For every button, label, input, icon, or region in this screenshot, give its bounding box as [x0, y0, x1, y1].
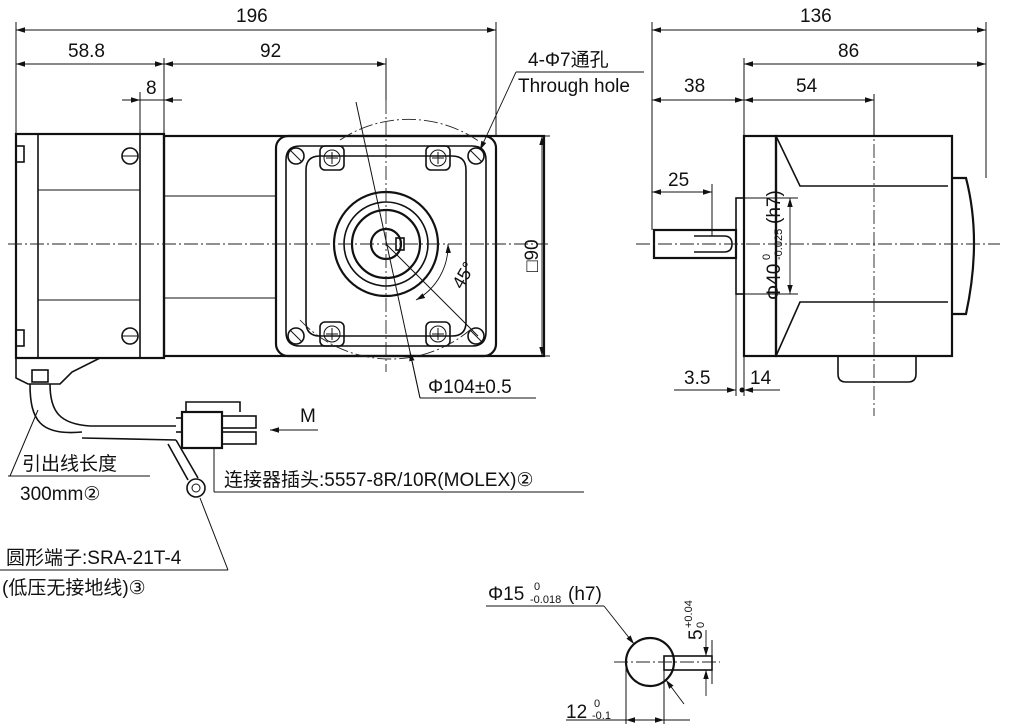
dim-spigot-fit: (h7) — [764, 190, 785, 224]
dim-shaft-fit: (h7) — [568, 584, 602, 605]
angle-label: 45° — [448, 258, 479, 292]
label-lead-value: 300mm② — [20, 484, 100, 505]
screw-icon — [319, 145, 451, 347]
dim-key-depth: 12 — [566, 702, 587, 723]
dim-key-depth-tol-lower: -0.1 — [592, 710, 611, 722]
side-flange — [742, 134, 778, 358]
dim-side-body: 86 — [838, 41, 859, 62]
label-holes-en: Through hole — [518, 76, 630, 97]
motor-mark: M — [300, 406, 316, 427]
gearhead-body — [162, 134, 546, 358]
dim-spigot-tol-upper: 0 — [761, 254, 773, 260]
dim-14: 14 — [750, 368, 772, 389]
dim-key-tol-upper: +0.04 — [683, 600, 695, 628]
label-lead-length: 引出线长度 — [22, 453, 117, 475]
mounting-hole-icon — [287, 147, 485, 345]
side-view — [636, 100, 1000, 416]
dim-shaft-length: 25 — [668, 170, 689, 191]
ring-terminal-icon — [186, 478, 206, 498]
dim-key-depth-tol-upper: 0 — [594, 698, 600, 710]
label-connector: 连接器插头:5557-8R/10R(MOLEX)② — [224, 469, 534, 491]
dim-motor-length: 58.8 — [68, 41, 105, 62]
dim-pcd: Φ104±0.5 — [428, 377, 512, 398]
dim-square: □90 — [522, 239, 543, 272]
dim-3-5: 3.5 — [684, 368, 710, 389]
side-body — [774, 134, 954, 358]
dim-spigot-dia: Φ40 — [764, 264, 785, 300]
shaft-section: Φ15 0 -0.018 (h7) 5 +0.04 0 12 0 -0.1 — [486, 581, 720, 724]
dim-shaft-tol-lower: -0.018 — [530, 594, 561, 606]
dim-key-tol-lower: 0 — [695, 622, 707, 628]
dim-spigot-tol-lower: -0.025 — [773, 229, 785, 260]
label-holes-cn: 4-Φ7通孔 — [528, 49, 609, 71]
label-terminal-note: (低压无接地线)③ — [2, 577, 146, 599]
front-dimensions: 196 58.8 92 8 □90 Φ104±0.5 4-Φ7通孔 Throug… — [15, 6, 644, 399]
dim-gearhead-length: 92 — [260, 41, 281, 62]
dim-overall-length: 196 — [236, 6, 268, 27]
front-view: 45° — [8, 100, 548, 399]
dim-key-width: 5 — [686, 629, 707, 640]
dim-shaft-tol-upper: 0 — [534, 581, 540, 593]
cable-labels: 引出线长度 300mm② 连接器插头:5557-8R/10R(MOLEX)② 圆… — [0, 409, 584, 599]
cable-assembly: M — [29, 369, 318, 498]
dim-side-38: 38 — [684, 76, 705, 97]
dim-side-54: 54 — [796, 76, 818, 97]
label-terminal: 圆形端子:SRA-21T-4 — [6, 547, 182, 569]
side-dimensions: 136 86 38 54 25 Φ40 0 -0.025 (h7) 3.5 14 — [651, 6, 987, 396]
connector-plug — [180, 410, 224, 450]
dim-flange-thickness: 8 — [146, 78, 157, 99]
dim-shaft-dia: Φ15 — [488, 584, 524, 605]
dim-side-width: 136 — [800, 6, 832, 27]
